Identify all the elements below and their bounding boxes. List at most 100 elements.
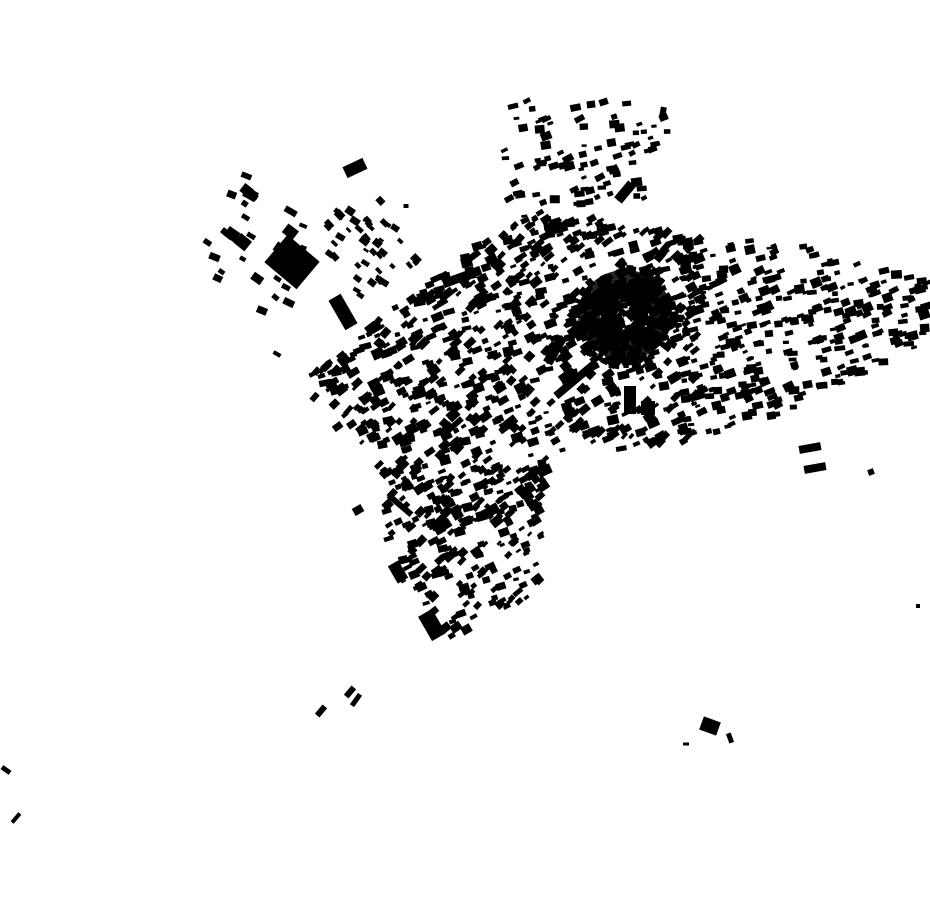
building [488,598,498,607]
building [523,221,534,231]
building [438,417,450,429]
building [526,516,540,528]
building [483,488,493,496]
building [511,329,519,337]
building [518,277,531,287]
building [537,475,546,485]
building [383,534,395,543]
building [517,123,529,133]
building [526,498,541,512]
building [553,313,560,320]
building [481,575,491,584]
building [659,106,667,118]
building [355,422,367,434]
building [10,812,22,824]
building [630,176,643,188]
building [324,248,335,259]
building [422,317,429,323]
building [603,401,612,408]
building [476,325,486,335]
building [486,353,493,360]
building [503,604,510,611]
building [806,289,817,296]
building [358,394,366,401]
building [684,281,698,293]
building [502,345,515,358]
building [521,311,532,323]
building [477,540,486,548]
building [535,293,546,301]
building [507,535,520,547]
old-town-building [620,302,628,309]
building [679,388,690,397]
building [635,121,643,127]
building [755,295,763,302]
building [467,412,483,427]
building [281,223,299,241]
building [426,491,436,501]
building [476,272,489,285]
building [493,319,504,331]
building [504,550,513,560]
old-town-building [627,298,638,309]
building [699,247,708,254]
building [514,596,524,606]
building [308,371,316,378]
building [796,312,805,319]
building [546,120,554,126]
building [660,430,671,441]
building [466,588,476,598]
building [415,581,428,593]
building [614,123,626,133]
building [369,321,383,334]
building [550,435,561,446]
building [525,319,537,330]
building [483,502,490,510]
old-town-building [659,341,670,351]
building [351,504,365,516]
building [743,244,756,256]
building [539,213,552,226]
building [834,345,846,352]
building [459,515,474,528]
building [462,599,471,608]
building [648,266,659,277]
building [646,262,654,270]
old-town-building [644,315,650,321]
building [400,475,408,483]
building [354,261,362,270]
building [820,366,833,377]
building [418,608,446,642]
building [825,281,839,293]
building [731,298,740,306]
building [443,494,452,504]
building [717,274,725,281]
building [566,243,575,251]
building [427,520,440,531]
building [503,324,517,335]
building [497,468,505,475]
building [689,333,699,343]
building [589,158,600,168]
building [632,130,640,136]
building [331,421,344,433]
building [823,306,832,314]
building [351,384,358,392]
building [803,462,827,474]
building [226,189,238,200]
building [807,339,817,346]
building [658,380,670,391]
building [561,277,570,284]
building [862,352,873,361]
building [388,478,397,486]
building [379,348,392,359]
building [734,391,745,400]
building [471,240,484,252]
building [481,236,492,247]
building [541,159,548,165]
building [695,389,702,395]
building [444,572,454,581]
building [677,303,687,314]
building [364,219,374,229]
building [383,504,391,512]
